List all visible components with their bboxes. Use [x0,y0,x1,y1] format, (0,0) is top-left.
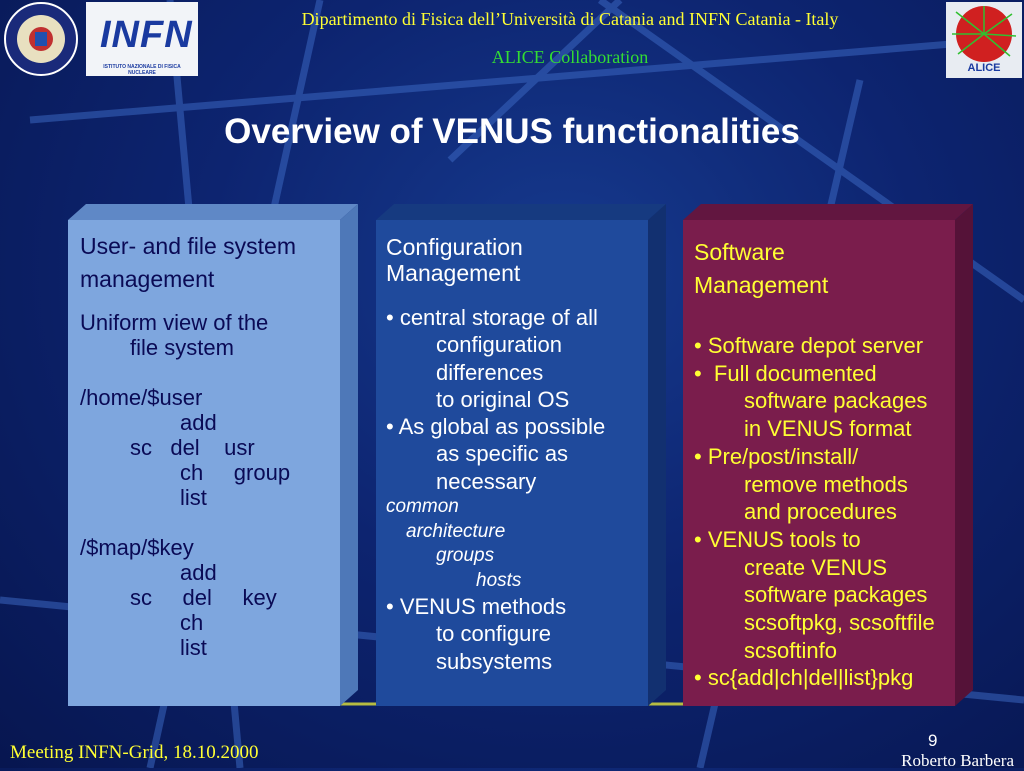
box-line: Uniform view of the [80,310,269,335]
box-heading-line: Management [694,272,829,298]
user-filesystem-content: User- and file system management Uniform… [80,230,342,660]
box-heading-line: management [80,266,215,292]
box-line: • Software depot server [694,333,924,358]
box-heading-line: User- and file system [80,233,297,259]
collaboration-heading: ALICE Collaboration [491,47,649,67]
box-heading-line: Configuration [386,234,523,260]
box-line: • VENUS tools to [694,526,861,552]
box-line: remove methods [744,471,908,497]
box-line: list [180,635,207,660]
box-heading-line: Management [386,260,521,286]
box-line: subsystems [436,648,553,674]
infn-logo-subtext: ISTITUTO NAZIONALE DI FISICA NUCLEARE [103,64,181,76]
software-content: Software Management • Software depot ser… [694,236,969,692]
box-heading: Configuration Management [386,234,656,286]
box-line: as specific as [436,441,569,467]
box-line: • As global as possible [386,414,606,440]
box-line: and procedures [744,499,897,525]
box-line: list [180,485,207,510]
box-line: in VENUS format [744,416,912,442]
box-line: common [386,496,459,518]
box-line: /home/$user [80,385,203,410]
box-line: file system [130,335,234,360]
box-line: groups [436,545,495,567]
box-line: • Full documented [694,360,877,386]
box-line: software packages [744,582,928,608]
box-line: hosts [476,569,522,591]
infn-logo: INFN ISTITUTO NAZIONALE DI FISICA NUCLEA… [86,2,198,76]
box-line: • central storage of all [386,305,598,330]
box-heading-line: Software [694,239,785,265]
box-lines: • Software depot server• Full documented… [694,332,969,692]
box-line: ch group [180,460,291,485]
department-heading: Dipartimento di Fisica dell’Università d… [301,9,839,29]
alice-logo: ALICE [946,2,1022,78]
box-line: • sc{add|ch|del|list}pkg [694,665,914,691]
box-heading: Software Management [694,236,969,302]
box-line: necessary [436,468,537,494]
box-line: scsoftpkg, scsoftfile [744,610,935,636]
box-line: to original OS [436,386,570,412]
author-footer: Roberto Barbera [901,751,1014,770]
box-line: architecture [406,520,506,542]
box-line: scsoftinfo [744,637,837,663]
box-spacer [80,510,342,535]
box-line: differences [436,359,544,385]
box-line: add [180,410,217,435]
slide-title: Overview of VENUS functionalities [224,112,800,151]
configuration-content: Configuration Management • central stora… [386,234,656,675]
box-line: sc del key [130,585,277,610]
box-spacer [80,360,342,385]
user-filesystem-box: User- and file system management Uniform… [68,204,360,708]
box-line: ch [180,610,204,635]
box-line: software packages [744,388,928,414]
software-box: Software Management • Software depot ser… [683,204,975,708]
box-line: /$map/$key [80,535,194,560]
box-heading: User- and file system management [80,230,342,296]
university-seal-logo [4,2,78,76]
box-line: add [180,560,217,585]
box-line: sc del usr [130,435,255,460]
page-number: 9 [928,731,938,750]
configuration-box: Configuration Management • central stora… [376,204,668,708]
box-line: to configure [436,621,551,647]
infn-logo-text: INFN [100,14,193,56]
box-line: • Pre/post/install/ [694,443,859,469]
alice-logo-text: ALICE [967,62,1001,74]
box-line: configuration [436,332,562,358]
box-line: • VENUS methods [386,594,567,620]
box-line: create VENUS [744,554,888,580]
meeting-footer: Meeting INFN-Grid, 18.10.2000 [10,742,259,763]
